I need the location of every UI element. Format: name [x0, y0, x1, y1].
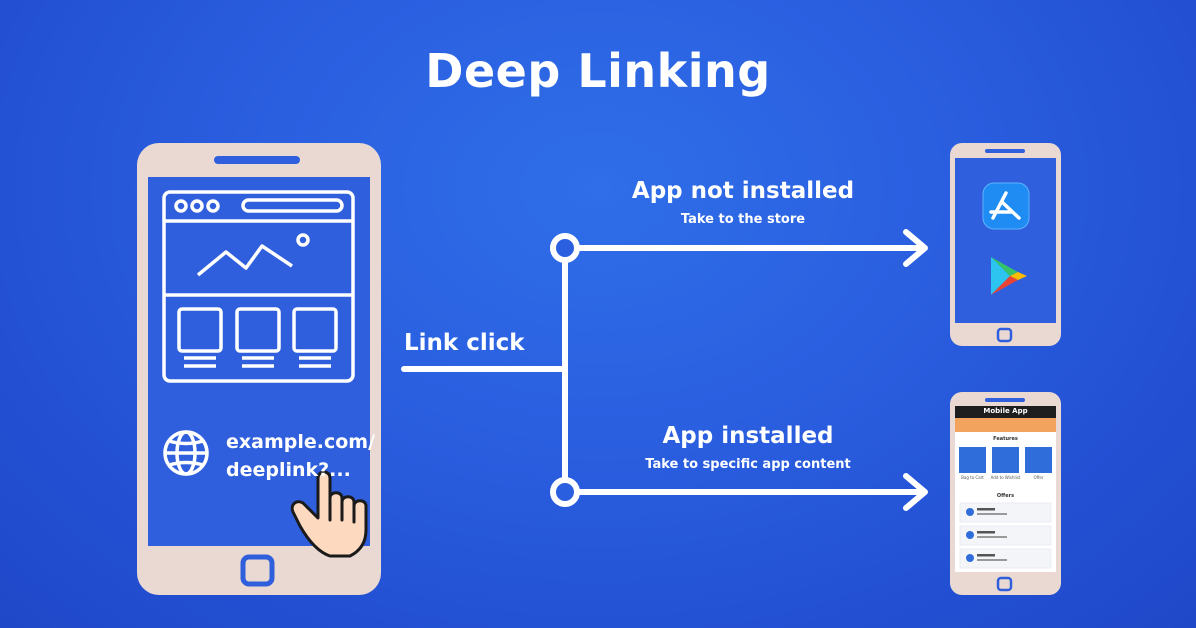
arrow-right-icon [903, 473, 928, 511]
store-phone [950, 143, 1061, 346]
app-tile-label: Bag to Cart [961, 475, 984, 480]
installed-title: App installed [662, 423, 834, 449]
installed-subtitle: Take to specific app content [645, 457, 851, 472]
source-phone-speaker [214, 156, 300, 164]
browser-wireframe [162, 190, 355, 383]
image-icon [196, 233, 310, 277]
source-phone-home-button [240, 554, 275, 587]
flow-lines [401, 245, 925, 495]
source-phone [137, 143, 381, 595]
app-tile [959, 447, 986, 473]
branch-node-bottom [550, 477, 580, 507]
globe-icon [163, 430, 209, 476]
app-store-icon [982, 182, 1030, 230]
app-tile-label: Add to Wishlist [990, 475, 1021, 480]
branch-node-top [550, 233, 580, 263]
not-installed-subtitle: Take to the store [680, 212, 806, 227]
app-banner [955, 418, 1056, 432]
app-section-title: Features [993, 436, 1018, 442]
app-tile [992, 447, 1019, 473]
link-click-label: Link click [404, 330, 525, 356]
app-phone [950, 392, 1061, 595]
app-tile [1025, 447, 1052, 473]
arrow-right-icon [903, 229, 928, 267]
not-installed-title: App not installed [631, 178, 855, 204]
app-header [955, 406, 1056, 418]
url-line-2: deeplink?... [226, 459, 351, 481]
url-line-1: example.com/ [226, 431, 376, 453]
pointer-hand-icon [290, 470, 368, 558]
app-tile-label: Offer [1033, 475, 1044, 480]
page-title: Deep Linking [425, 44, 771, 98]
app-header-title: Mobile App [983, 407, 1028, 415]
app-list [959, 502, 1052, 569]
google-play-icon [991, 257, 1027, 295]
source-phone-screen [148, 177, 370, 546]
app-list-title: Offers [996, 493, 1015, 499]
